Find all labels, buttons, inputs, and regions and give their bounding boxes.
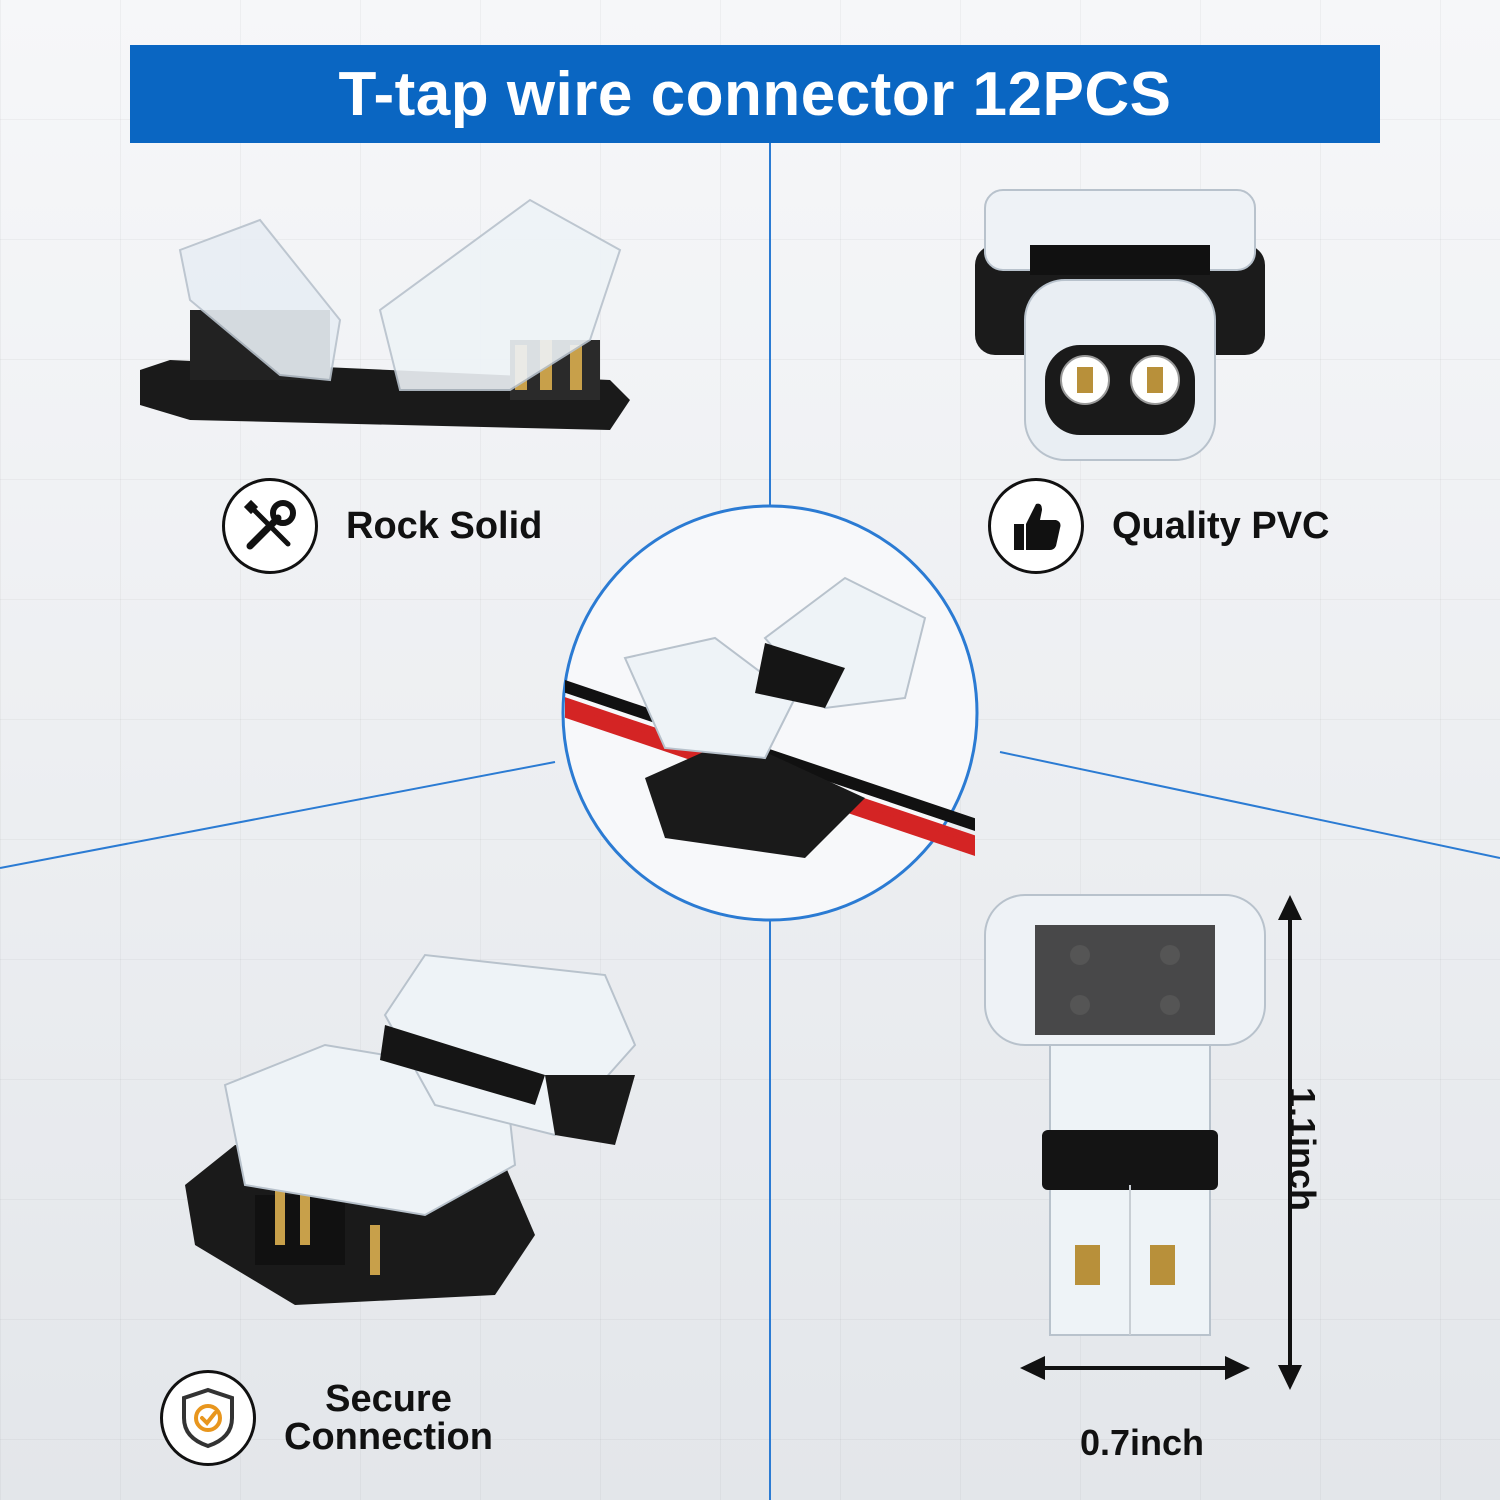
- shield-check-icon: [160, 1370, 256, 1466]
- feature-label-rock-solid: Rock Solid: [346, 504, 543, 547]
- dimension-height-label: 1.1inch: [1282, 1086, 1324, 1212]
- connector-angled-image: [185, 953, 637, 1305]
- connector-front-image: [975, 189, 1265, 461]
- connector-with-wires-image: [565, 576, 975, 858]
- feature-quality-pvc: Quality PVC: [988, 478, 1330, 574]
- feature-label-line1: Secure: [325, 1378, 452, 1420]
- wrench-screwdriver-icon: [222, 478, 318, 574]
- connector-top-view-image: [984, 894, 1266, 1336]
- connector-open-image: [140, 198, 630, 430]
- feature-label-line2: Connection: [284, 1416, 493, 1458]
- dimension-width-label: 0.7inch: [1080, 1422, 1205, 1463]
- page-title: T-tap wire connector 12PCS: [338, 59, 1172, 129]
- feature-secure-connection: Secure Connection: [160, 1370, 493, 1466]
- feature-label-secure-connection: Secure Connection: [284, 1380, 493, 1456]
- feature-label-quality-pvc: Quality PVC: [1112, 504, 1330, 547]
- title-banner: T-tap wire connector 12PCS: [130, 45, 1380, 143]
- feature-rock-solid: Rock Solid: [222, 478, 542, 574]
- thumbs-up-icon: [988, 478, 1084, 574]
